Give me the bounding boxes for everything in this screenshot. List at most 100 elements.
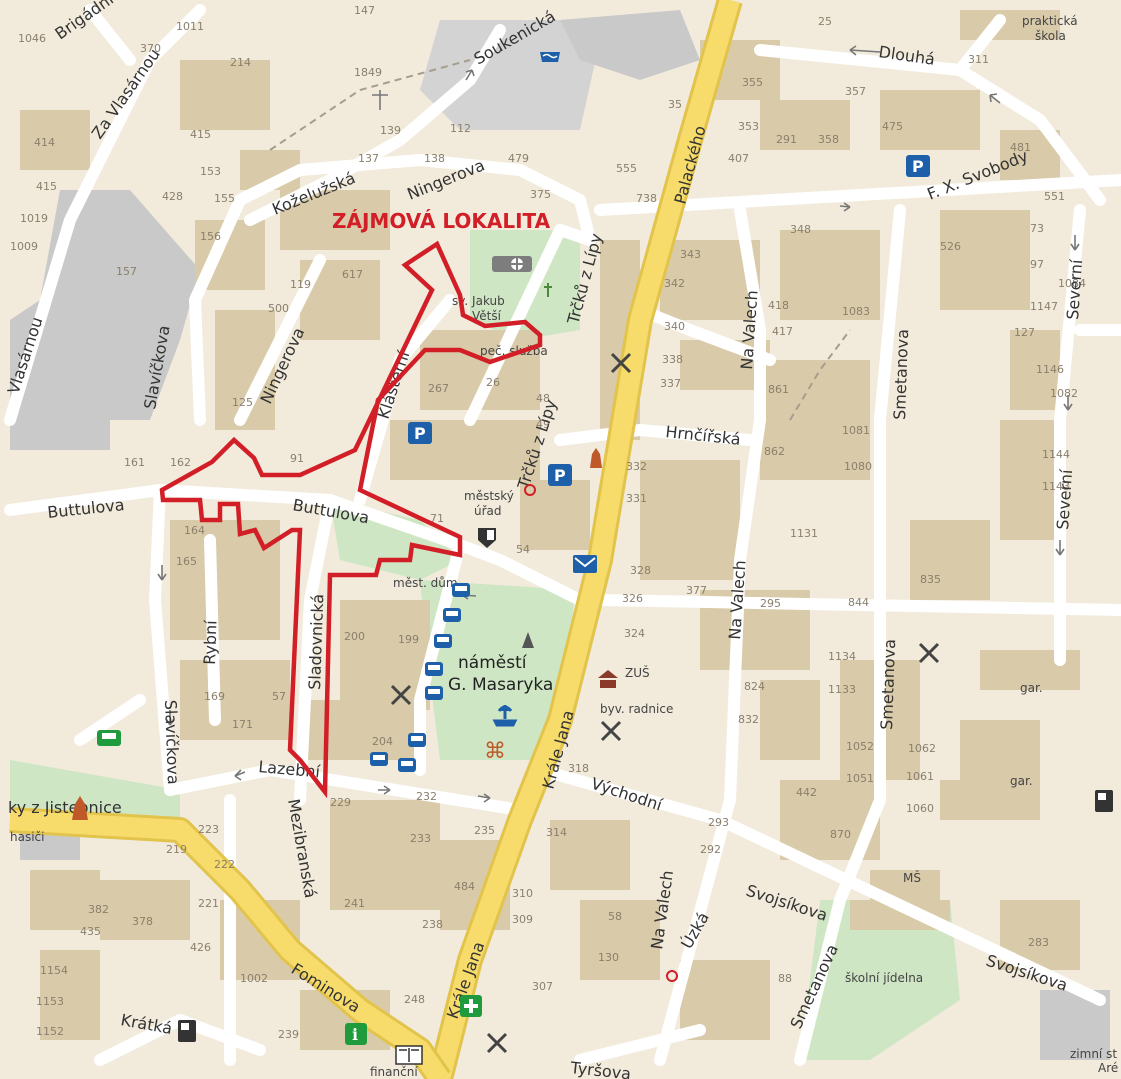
poi-label: hasiči bbox=[10, 830, 44, 844]
monument-icon[interactable] bbox=[72, 796, 88, 820]
house-number: 292 bbox=[700, 843, 721, 856]
poi-label: finanční bbox=[370, 1065, 418, 1079]
info-icon[interactable]: i bbox=[345, 1023, 367, 1045]
house-number: 1147 bbox=[1030, 300, 1058, 313]
house-number: 1060 bbox=[906, 802, 934, 815]
house-number: 377 bbox=[686, 584, 707, 597]
house-number-layer: 1046101137021418491474154141531554154281… bbox=[10, 4, 1086, 1041]
footpath bbox=[269, 59, 471, 151]
church-icon[interactable] bbox=[492, 256, 532, 272]
house-number: 35 bbox=[668, 98, 682, 111]
house-number: 328 bbox=[630, 564, 651, 577]
bus-stop-icon[interactable] bbox=[425, 662, 443, 676]
street-label: Smetanova bbox=[890, 329, 912, 420]
parking-icon[interactable]: P bbox=[408, 422, 432, 444]
house-number: 417 bbox=[772, 325, 793, 338]
house-number: 1019 bbox=[20, 212, 48, 225]
house-number: 475 bbox=[882, 120, 903, 133]
house-number: 26 bbox=[486, 376, 500, 389]
restaurant-icon[interactable] bbox=[600, 720, 622, 742]
bus-stop-icon[interactable] bbox=[452, 583, 470, 597]
parking-icon[interactable]: P bbox=[548, 464, 572, 486]
house-number: 1084 bbox=[1058, 277, 1086, 290]
house-number: 137 bbox=[358, 152, 379, 165]
bus-stop-icon[interactable] bbox=[425, 686, 443, 700]
house-number: 139 bbox=[380, 124, 401, 137]
house-number: 153 bbox=[200, 165, 221, 178]
poi-label: zimní st bbox=[1070, 1047, 1117, 1061]
street-label: Sladovnická bbox=[305, 594, 327, 691]
bus-stop-icon[interactable] bbox=[398, 758, 416, 772]
house-number: 617 bbox=[342, 268, 363, 281]
house-number: 353 bbox=[738, 120, 759, 133]
house-number: 219 bbox=[166, 843, 187, 856]
fountain-icon[interactable] bbox=[492, 705, 518, 727]
street-label: Rybní bbox=[200, 619, 221, 665]
house-number: 332 bbox=[626, 460, 647, 473]
fuel-icon[interactable] bbox=[178, 1020, 196, 1042]
poi-label: školní jídelna bbox=[845, 971, 923, 985]
house-number: 200 bbox=[344, 630, 365, 643]
cross-icon bbox=[544, 283, 552, 297]
house-number: 248 bbox=[404, 993, 425, 1006]
house-number: 1153 bbox=[36, 995, 64, 1008]
house-number: 348 bbox=[790, 223, 811, 236]
house-number: 309 bbox=[512, 913, 533, 926]
restaurant-icon[interactable] bbox=[486, 1032, 508, 1054]
house-number: 337 bbox=[660, 377, 681, 390]
mail-icon[interactable] bbox=[573, 555, 597, 573]
restaurant-icon[interactable] bbox=[918, 642, 940, 664]
house-number: 414 bbox=[34, 136, 55, 149]
house-number: 382 bbox=[88, 903, 109, 916]
house-number: 738 bbox=[636, 192, 657, 205]
church-label: Větší bbox=[472, 309, 502, 323]
house-number: 307 bbox=[532, 980, 553, 993]
parking-icon[interactable]: P bbox=[906, 155, 930, 177]
house-number: 1080 bbox=[844, 460, 872, 473]
house-number: 138 bbox=[424, 152, 445, 165]
house-number: 157 bbox=[116, 265, 137, 278]
house-number: 58 bbox=[608, 910, 622, 923]
house-number: 311 bbox=[968, 53, 989, 66]
house-number: 221 bbox=[198, 897, 219, 910]
house-number: 54 bbox=[516, 543, 530, 556]
house-number: 357 bbox=[845, 85, 866, 98]
house-number: 370 bbox=[140, 42, 161, 55]
church-label: sv. Jakub bbox=[452, 294, 505, 308]
house-number: 481 bbox=[1010, 141, 1031, 154]
house-number: 862 bbox=[764, 445, 785, 458]
house-number: 526 bbox=[940, 240, 961, 253]
house-number: 48 bbox=[536, 392, 550, 405]
house-number: 293 bbox=[708, 816, 729, 829]
house-number: 239 bbox=[278, 1028, 299, 1041]
pharmacy-icon[interactable] bbox=[460, 995, 482, 1017]
house-number: 147 bbox=[354, 4, 375, 17]
taxi-icon[interactable] bbox=[97, 730, 121, 746]
house-number: 127 bbox=[1014, 326, 1035, 339]
house-number: 235 bbox=[474, 824, 495, 837]
house-number: 1052 bbox=[846, 740, 874, 753]
house-number: 57 bbox=[272, 690, 286, 703]
water-icon[interactable] bbox=[540, 52, 560, 62]
area-of-interest-boundary[interactable] bbox=[159, 240, 543, 799]
restaurant-icon[interactable] bbox=[610, 352, 632, 374]
library-icon[interactable] bbox=[395, 1045, 423, 1065]
museum-icon[interactable] bbox=[598, 670, 618, 688]
house-number: 161 bbox=[124, 456, 145, 469]
monument-icon[interactable] bbox=[522, 632, 534, 648]
fuel-icon[interactable] bbox=[1095, 790, 1113, 812]
landmark-icon[interactable]: ⌘ bbox=[484, 739, 506, 764]
house-number: 241 bbox=[344, 897, 365, 910]
bus-stop-icon[interactable] bbox=[370, 752, 388, 766]
bus-stop-icon[interactable] bbox=[408, 733, 426, 747]
monument-icon[interactable] bbox=[590, 448, 602, 468]
house-number: 222 bbox=[214, 858, 235, 871]
town-hall-icon[interactable] bbox=[478, 528, 496, 548]
bus-stop-icon[interactable] bbox=[434, 634, 452, 648]
bus-stop-icon[interactable] bbox=[443, 608, 461, 622]
house-number: 91 bbox=[290, 452, 304, 465]
park bbox=[420, 580, 575, 760]
restaurant-icon[interactable] bbox=[390, 684, 412, 706]
svg-text:i: i bbox=[352, 1025, 358, 1044]
